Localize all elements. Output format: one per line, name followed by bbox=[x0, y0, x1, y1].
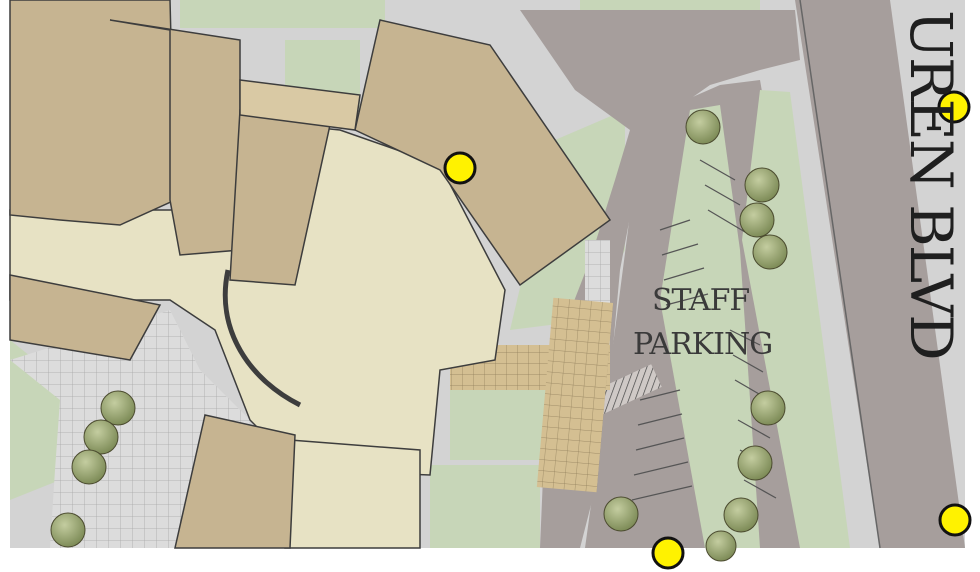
staff-label: STAFF bbox=[652, 283, 750, 318]
parking-island-center bbox=[660, 105, 760, 548]
tree bbox=[705, 530, 737, 562]
tree bbox=[739, 202, 775, 238]
tree bbox=[752, 234, 788, 270]
tree bbox=[71, 449, 107, 485]
building-south-tan bbox=[174, 414, 296, 549]
parking-label: PARKING bbox=[633, 327, 773, 362]
marker-building-north bbox=[443, 151, 477, 185]
parking-island-east bbox=[742, 90, 850, 548]
tree bbox=[100, 390, 136, 426]
trees bbox=[50, 109, 788, 562]
parking-island-west bbox=[605, 320, 650, 520]
marker-top-right bbox=[937, 90, 971, 124]
tree bbox=[603, 496, 639, 532]
covered-walkway bbox=[239, 79, 361, 131]
marker-bottom-center bbox=[651, 536, 685, 570]
street-pavement bbox=[795, 0, 965, 548]
building-west-tan bbox=[9, 0, 176, 226]
walkway-arc bbox=[222, 269, 302, 408]
street-curb bbox=[799, 0, 881, 549]
tree bbox=[83, 419, 119, 455]
street-label: UREN BLVD bbox=[897, 10, 965, 359]
building-south-light bbox=[284, 439, 421, 549]
building-southwest-tan bbox=[9, 274, 162, 361]
marker-bottom-right bbox=[938, 503, 972, 537]
markers bbox=[443, 90, 972, 570]
tree bbox=[685, 109, 721, 145]
tree bbox=[50, 512, 86, 548]
lawn-southeast bbox=[430, 465, 540, 548]
tree bbox=[750, 390, 786, 426]
tree bbox=[744, 167, 780, 203]
lawn-top bbox=[180, 0, 385, 28]
buildings bbox=[9, 0, 612, 549]
building-west-tan-2 bbox=[109, 19, 241, 256]
brick-walk-vertical bbox=[536, 297, 614, 493]
tree bbox=[737, 445, 773, 481]
tree bbox=[723, 497, 759, 533]
